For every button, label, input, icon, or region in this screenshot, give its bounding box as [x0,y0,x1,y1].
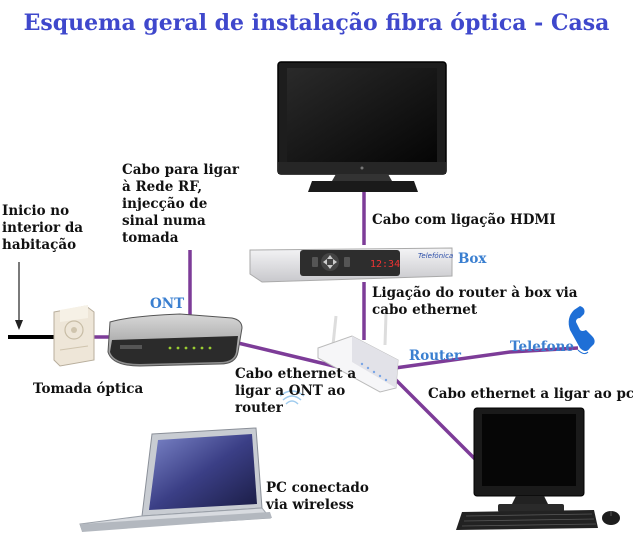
desktop-pc-icon [456,407,620,530]
cable-ont-router [237,341,343,370]
arrow-head-icon [15,320,23,330]
box-brand: Telefónica [418,252,453,260]
label-tomada: Tomada óptica [33,381,144,397]
label-router: Router [409,348,461,364]
cable-router-pc [390,374,478,462]
router-icon [279,313,399,405]
label-box: Box [458,251,487,267]
optical-socket-icon [53,305,95,367]
box-display: 12:34 [370,259,400,270]
phone-icon [568,306,595,355]
label-inicio: Inicio no interior da habitação [2,203,84,253]
box-icon: 12:34 Telefónica [249,247,453,283]
label-cabo-ont: Cabo ethernet a ligar a ONT ao router [235,366,357,416]
label-cabo-pc: Cabo ethernet a ligar ao pc [428,386,633,402]
label-cabo-rf: Cabo para ligar à Rede RF, injecção de s… [122,162,239,246]
label-pc-wireless: PC conectado via wireless [266,480,369,513]
ont-icon [107,313,243,367]
label-telefone: Telefone [510,339,575,355]
cable-telefone [394,346,579,370]
diagram-title: Esquema geral de instalação fibra óptica… [23,10,610,36]
tv-icon [277,61,447,192]
label-hdmi: Cabo com ligação HDMI [372,212,556,228]
cables [92,192,579,462]
laptop-icon [79,427,272,532]
wifi-icon [279,390,305,405]
fibre-entry [8,262,54,339]
label-router-box: Ligação do router à box via cabo etherne… [372,285,578,318]
label-ont: ONT [150,296,185,312]
